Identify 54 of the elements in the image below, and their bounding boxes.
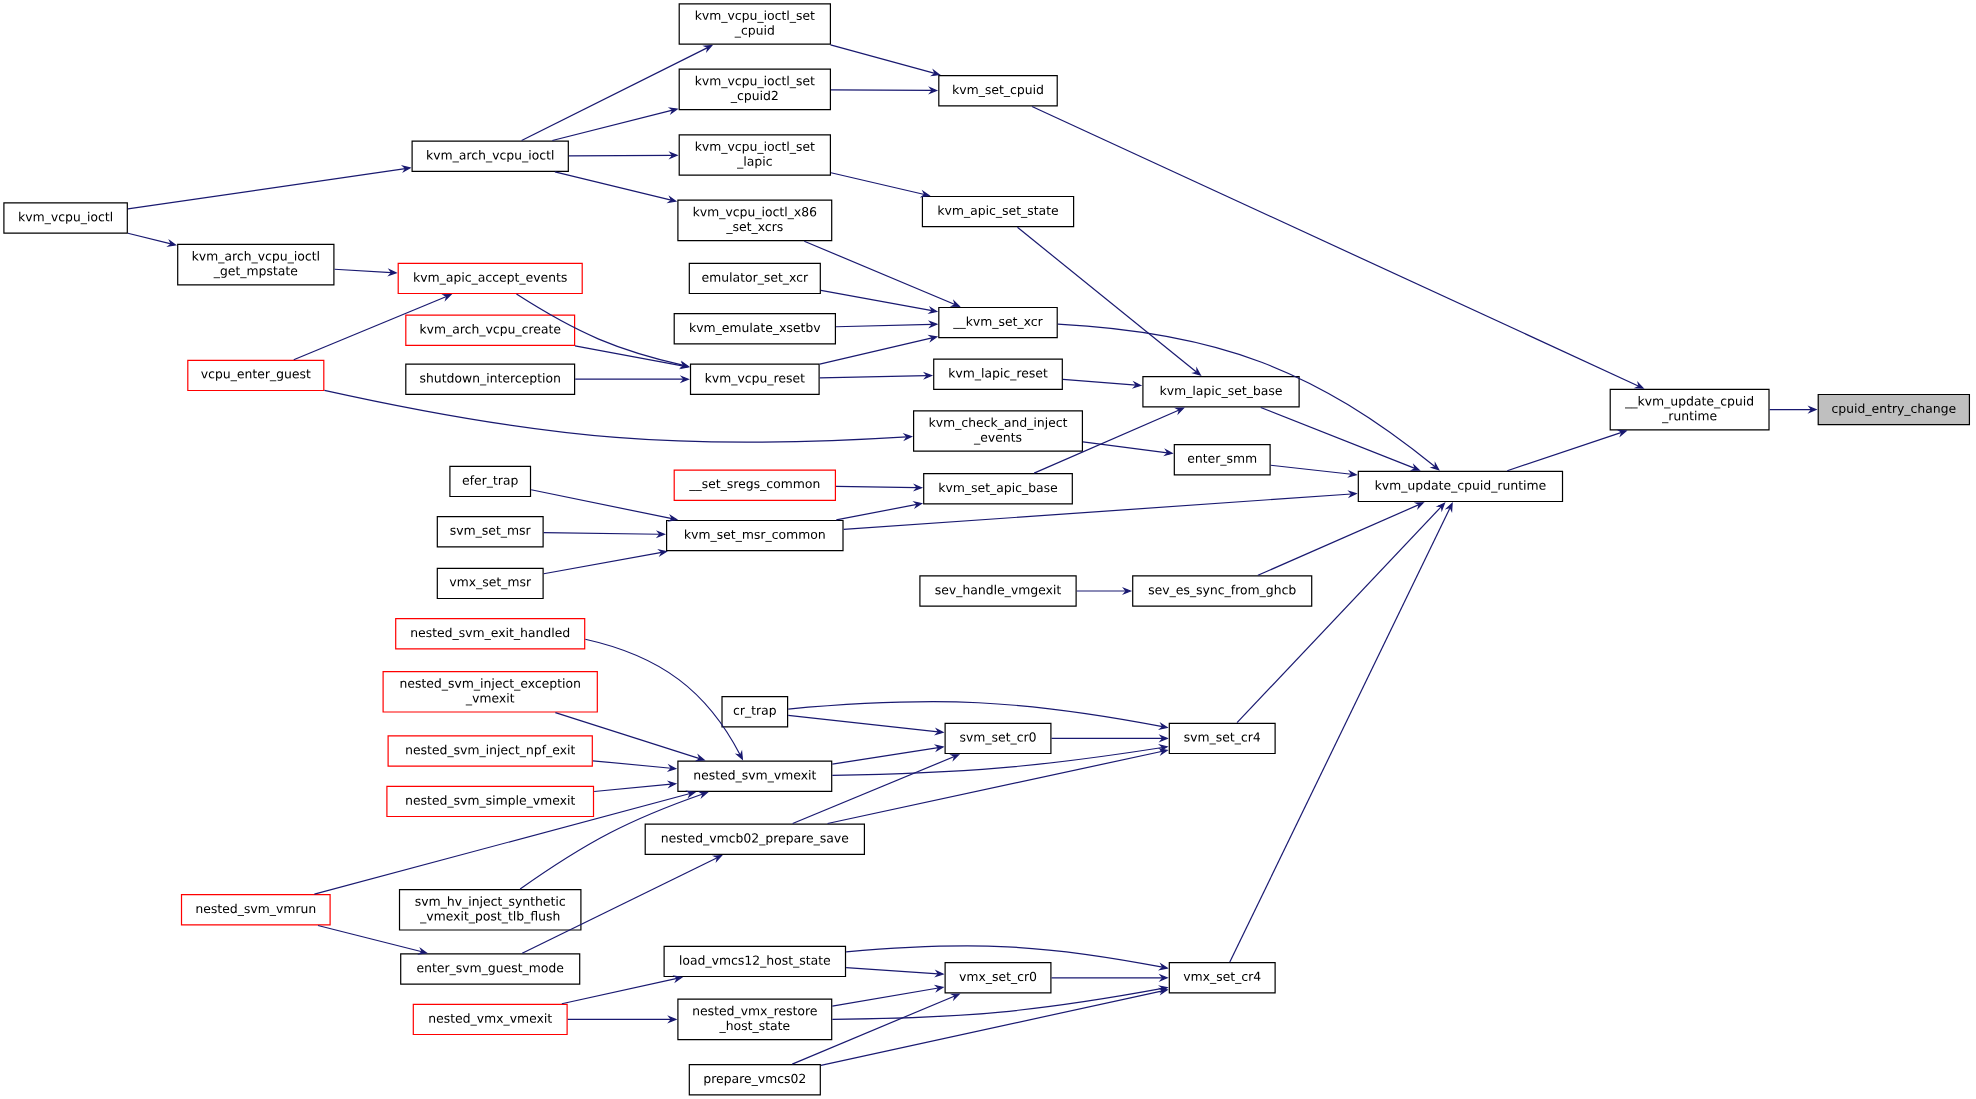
function-box: cr_trap [721,696,789,728]
function-box: nested_svm_simple_vmexit [386,785,595,818]
function-box: kvm_update_cpuid_runtime [1357,470,1564,503]
function-box: sev_es_sync_from_ghcb [1132,575,1313,607]
arrow [1229,502,1453,963]
function-box: vmx_set_msr [436,567,544,600]
function-box: __kvm_update_cpuid _runtime [1609,388,1770,431]
function-box: svm_set_cr4 [1168,722,1276,755]
function-box: kvm_vcpu_ioctl [3,202,128,234]
function-box: kvm_set_msr_common [666,519,844,552]
arrow [1033,407,1185,474]
function-box: svm_set_msr [436,516,544,548]
function-box: nested_svm_exit_handled [395,618,586,650]
function-box: kvm_arch_vcpu_ioctl [411,140,569,172]
function-box: __set_sregs_common [673,469,836,501]
function-box: shutdown_interception [405,363,576,395]
function-box: vcpu_enter_guest [187,359,325,392]
function-box: kvm_set_cpuid [938,75,1058,107]
function-box: nested_vmx_restore _host_state [677,998,833,1041]
function-box: kvm_lapic_set_base [1142,376,1300,408]
function-box: kvm_apic_set_state [921,195,1075,228]
function-box: kvm_vcpu_ioctl_set _lapic [678,134,831,176]
function-box: prepare_vmcs02 [688,1064,821,1096]
function-box: kvm_emulate_xsetbv [673,313,836,345]
function-box: __kvm_set_xcr [938,306,1058,339]
function-box: svm_hv_inject_synthetic _vmexit_post_tlb_flush [398,889,582,931]
function-box: nested_svm_inject_npf_exit [387,735,593,767]
function-box: vmx_set_cr0 [944,962,1052,994]
function-box: cpuid_entry_change [1817,393,1970,426]
arrow [1236,502,1446,724]
function-box: enter_svm_guest_mode [400,953,581,985]
function-box: nested_svm_inject_exception _vmexit [382,671,598,713]
function-box: kvm_apic_accept_events [397,262,583,295]
function-box: kvm_set_apic_base [923,473,1073,505]
function-box: kvm_vcpu_ioctl_set _cpuid [678,3,831,45]
function-box: kvm_vcpu_reset [689,363,820,395]
function-box: enter_smm [1173,444,1271,476]
function-box: sev_handle_vmgexit [919,575,1077,607]
function-box: emulator_set_xcr [688,262,821,295]
function-box: kvm_lapic_reset [933,358,1063,390]
function-box: kvm_vcpu_ioctl_x86 _set_xcrs [677,199,833,242]
function-box: efer_trap [449,465,532,498]
function-box: nested_svm_vmexit [677,760,833,792]
function-box: nested_vmcb02_prepare_save [644,823,865,855]
function-box: nested_svm_vmrun [180,894,331,926]
function-box: svm_set_cr0 [944,722,1052,755]
function-box: nested_vmx_vmexit [412,1003,568,1036]
function-box: kvm_arch_vcpu_ioctl _get_mpstate [177,243,335,286]
function-box: kvm_arch_vcpu_create [405,314,576,346]
function-box: kvm_vcpu_ioctl_set _cpuid2 [678,68,831,111]
arrow [1057,323,1440,471]
function-box: vmx_set_cr4 [1168,962,1276,994]
function-box: load_vmcs12_host_state [663,945,847,978]
function-box: kvm_check_and_inject _events [913,410,1083,452]
